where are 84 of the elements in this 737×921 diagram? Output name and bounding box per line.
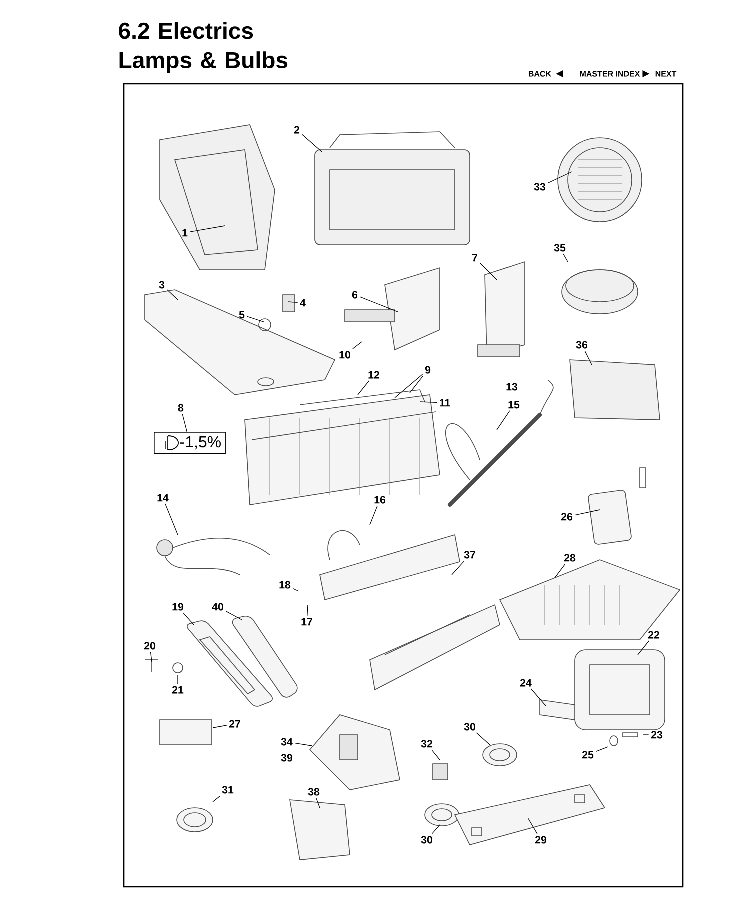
callout-number: 38 [308, 788, 320, 796]
callout-number: 6 [352, 291, 358, 299]
callout-number: 15 [508, 401, 520, 409]
callout-number: 28 [564, 554, 576, 562]
callout-number: 7 [472, 254, 478, 262]
callout-number: 19 [172, 603, 184, 611]
callout-number: 33 [534, 183, 546, 191]
callout-number: 17 [302, 618, 312, 626]
leader-line [212, 725, 228, 728]
leader-line [496, 410, 510, 430]
callout-number: 30 [421, 836, 432, 844]
callout-number: 1 [182, 229, 188, 237]
callout-number: 16 [374, 496, 386, 504]
leader-line [166, 290, 178, 300]
callout-number: 13 [506, 383, 518, 391]
callout-number: 35 [554, 244, 566, 252]
leader-line [190, 226, 226, 232]
callout-number: 5 [239, 311, 245, 319]
title: 6.2 Electrics Lamps & Bulbs [119, 22, 288, 74]
callout-number: 14 [158, 494, 169, 502]
leader-line [294, 742, 312, 746]
leader-line [432, 750, 440, 760]
leader-line [574, 510, 600, 516]
callout-number: 27 [229, 720, 240, 728]
callout-number: 12 [368, 371, 380, 379]
callout-number: 24 [520, 679, 532, 687]
leader-line [563, 254, 568, 262]
callout-number: 37 [464, 551, 476, 559]
callout-number: 4 [300, 299, 306, 307]
callout-number: 30 [464, 723, 476, 731]
index-link: MASTER INDEX [580, 71, 640, 77]
leader-line [420, 402, 438, 404]
leader-line [316, 798, 320, 808]
leader-line [530, 688, 546, 706]
callout-number: 29 [535, 836, 547, 844]
leader-line [183, 612, 194, 626]
callout-number: 11 [440, 399, 450, 407]
leader-line [638, 640, 650, 656]
leader-line [226, 611, 242, 620]
leader-line [432, 824, 440, 834]
callout-number: 34 [281, 738, 293, 746]
leader-line [246, 316, 264, 322]
leader-line [452, 560, 465, 576]
leader-line [410, 376, 424, 394]
callout-number: 39 [281, 754, 293, 762]
leader-line [292, 588, 298, 592]
leader-line [394, 374, 424, 398]
callout-number: 31 [222, 786, 234, 794]
callout-number: 20 [144, 642, 156, 650]
callout-number: 10 [340, 351, 350, 359]
callout-number: 18 [280, 581, 291, 589]
leader-line [554, 564, 566, 578]
leader-line [476, 732, 490, 746]
leader-line [358, 380, 370, 396]
leader-line [307, 604, 308, 616]
leader-line [528, 818, 538, 834]
leader-line [150, 652, 152, 662]
leader-line [165, 504, 178, 536]
leader-line [182, 414, 188, 432]
leader-line [370, 506, 378, 526]
callout-number: 32 [421, 740, 432, 748]
callout-number: 2 [294, 126, 300, 134]
callout-number: 22 [648, 631, 660, 639]
leader-line [548, 172, 572, 184]
leader-line [596, 746, 608, 752]
callout-number: 40 [212, 603, 224, 611]
leader-line [212, 796, 221, 802]
leader-line [302, 134, 322, 152]
leader-line [352, 342, 362, 350]
back-link: BACK [529, 71, 552, 77]
leader-line [642, 734, 650, 736]
callout-number: 23 [651, 731, 663, 739]
leader-line [360, 296, 398, 312]
callout-number: 9 [425, 366, 431, 374]
callout-number: 25 [582, 751, 594, 759]
callout-number: 8 [178, 404, 184, 412]
next-link: NEXT [656, 71, 677, 77]
callout-number: 21 [172, 686, 184, 694]
leader-line [584, 350, 592, 366]
callout-number: 3 [159, 281, 165, 289]
callout-number: 26 [561, 513, 573, 521]
callout-number: 36 [576, 341, 588, 349]
leader-line [288, 302, 298, 303]
leader-line [480, 262, 498, 280]
